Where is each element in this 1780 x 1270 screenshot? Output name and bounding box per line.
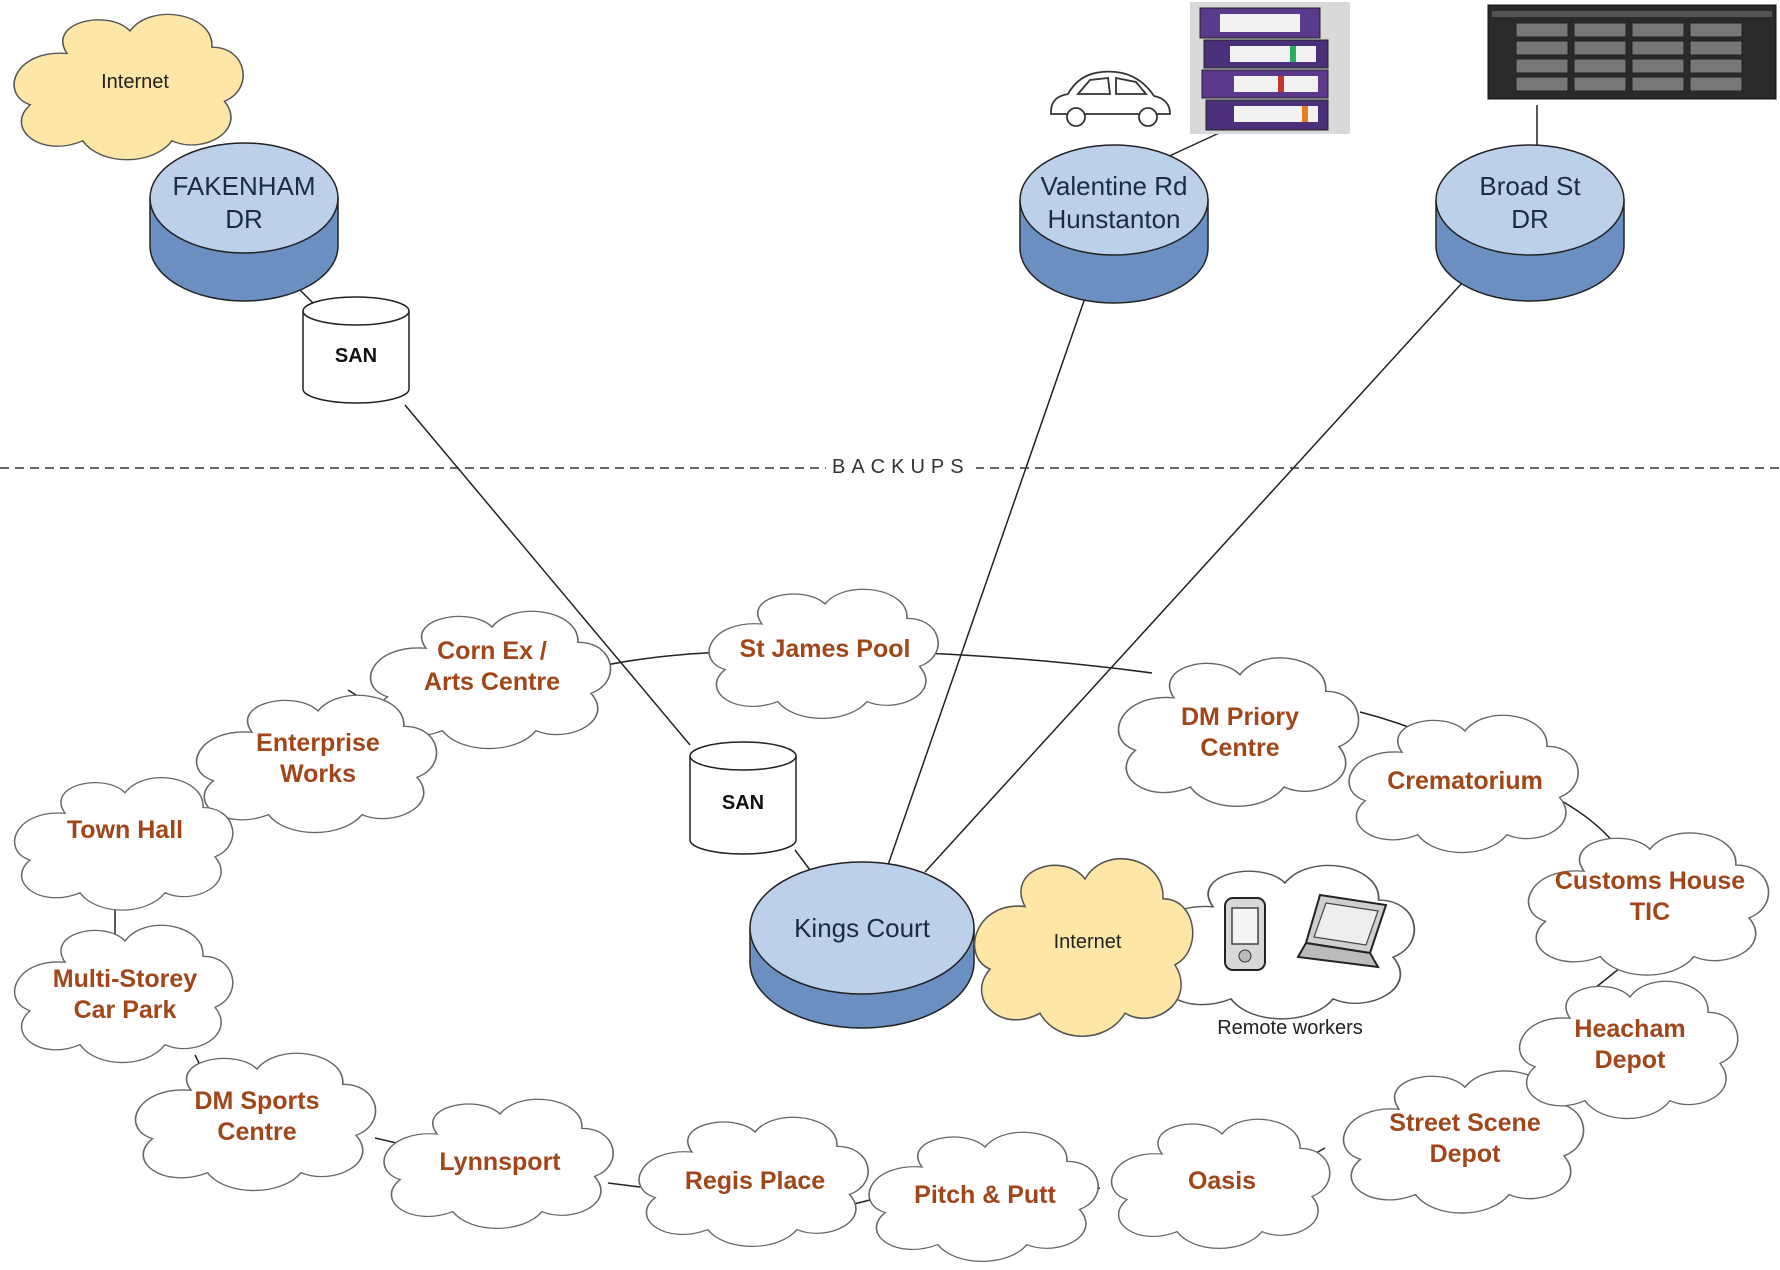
site-town-hall: Town Hall bbox=[66, 816, 184, 844]
hub-kings-court bbox=[749, 861, 975, 1029]
site-corn-ex: Corn Ex / Arts Centre bbox=[423, 637, 561, 697]
line-san-to-kings-court bbox=[794, 849, 811, 871]
mobile-phone-icon bbox=[1224, 897, 1266, 971]
site-crematorium: Crematorium bbox=[1387, 767, 1543, 795]
site-regis-place: Regis Place bbox=[684, 1167, 826, 1195]
laptop-icon bbox=[1296, 893, 1388, 969]
server-rack-icon bbox=[1487, 4, 1777, 100]
line-top-san-to-san bbox=[404, 404, 691, 746]
san-label-main: SAN bbox=[721, 792, 765, 814]
backup-tapes-icon bbox=[1190, 2, 1350, 134]
internet-label-top: Internet bbox=[101, 71, 169, 93]
line-valentine-to-kings bbox=[887, 297, 1086, 866]
site-oasis: Oasis bbox=[1187, 1167, 1257, 1195]
car-icon bbox=[1050, 70, 1171, 127]
site-customs-house: Customs House TIC bbox=[1554, 867, 1746, 927]
database-disk-icon bbox=[689, 741, 797, 855]
site-street-scene: Street Scene Depot bbox=[1389, 1109, 1541, 1169]
hub-fakenham-label: FAKENHAM DR bbox=[172, 171, 316, 234]
hub-broad-label: Broad St DR bbox=[1479, 171, 1581, 234]
hub-broad-st bbox=[1435, 144, 1625, 302]
san-storage-icon bbox=[302, 296, 410, 404]
site-st-james-pool: St James Pool bbox=[739, 635, 911, 663]
backups-label: BACKUPS bbox=[826, 456, 976, 479]
site-dm-sports: DM Sports Centre bbox=[194, 1087, 320, 1147]
site-multi-storey: Multi-Storey Car Park bbox=[52, 965, 198, 1025]
site-lynnsport: Lynnsport bbox=[439, 1148, 561, 1176]
hub-kings-court-label: Kings Court bbox=[794, 913, 930, 943]
hub-valentine-rd bbox=[1019, 144, 1209, 304]
site-pitch-putt: Pitch & Putt bbox=[914, 1181, 1056, 1209]
site-enterprise-works: Enterprise Works bbox=[256, 729, 380, 789]
internet-label-main: Internet bbox=[1053, 931, 1122, 953]
site-heacham-depot: Heacham Depot bbox=[1574, 1015, 1686, 1075]
site-dm-priory: DM Priory Centre bbox=[1180, 703, 1300, 763]
hub-valentine-label: Valentine Rd Hunstanton bbox=[1040, 171, 1188, 234]
san-label-top: SAN bbox=[334, 345, 378, 367]
line-broad-to-kings bbox=[924, 282, 1463, 873]
remote-workers-label: Remote workers bbox=[1217, 1017, 1363, 1039]
hub-fakenham-dr bbox=[149, 142, 339, 302]
